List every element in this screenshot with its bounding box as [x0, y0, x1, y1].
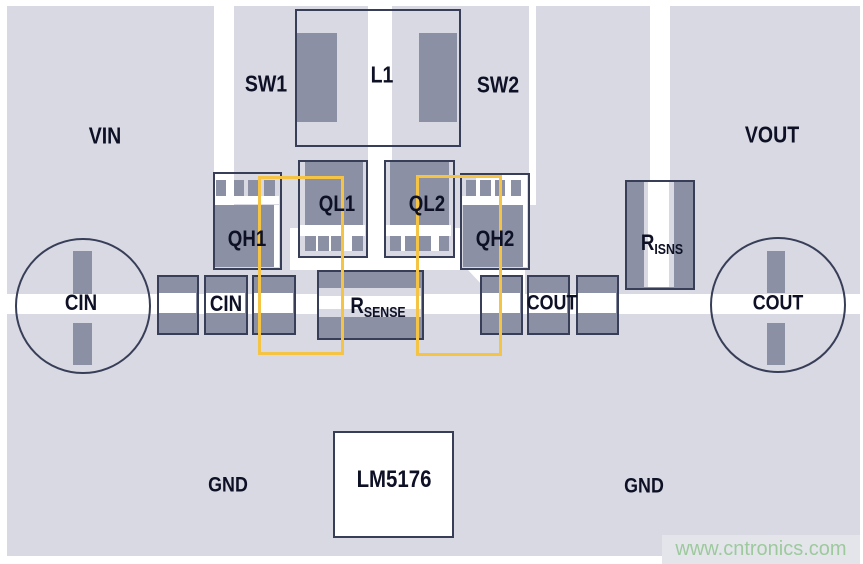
cout-bulk-label: COUT	[752, 291, 804, 315]
cap-band-gap	[254, 293, 294, 313]
ql1-pin-pad	[331, 235, 342, 251]
l1-label: L1	[370, 61, 394, 88]
ql2-label: QL2	[408, 190, 446, 216]
risns-label: RISNS	[640, 229, 682, 257]
cap-band-gap	[206, 293, 246, 313]
vin-plane-label: VIN	[88, 122, 121, 149]
qh2-pin-pad	[510, 180, 522, 197]
watermark-text: www.cntronics.com	[675, 538, 847, 561]
qh1-pin-pad	[215, 180, 227, 197]
gap-right-of-ql2	[454, 228, 461, 258]
gap-left-of-ql1	[289, 228, 299, 258]
ql2-pin-pad	[439, 235, 450, 251]
l1-pad-right	[418, 32, 457, 122]
qh1-pin-pad	[233, 180, 245, 197]
cin-bulk-pad-bottom	[72, 322, 92, 366]
ic-lm5176-label: LM5176	[356, 466, 432, 494]
street-vin-sw1	[214, 6, 234, 172]
ql1-gap-strip	[300, 225, 365, 236]
cin-label: CIN	[210, 290, 243, 316]
qh2-body-gap	[522, 204, 527, 267]
ql2-pin-pad	[389, 235, 402, 251]
ql1-drain-pad	[305, 162, 363, 226]
risns-label-base: R	[640, 229, 654, 255]
inductor-l1	[294, 8, 461, 147]
hot-loop-2	[416, 174, 502, 357]
gnd-right-label: GND	[624, 474, 664, 498]
ql2-pin-pad	[419, 235, 431, 251]
qh2-body-pad	[463, 204, 523, 267]
ql2-drain-pad	[389, 161, 450, 225]
bulk-capacitor-cout	[709, 236, 846, 373]
sw2-plane-label: SW2	[476, 71, 519, 98]
qh1-body-pad	[215, 204, 275, 267]
ql1-label: QL1	[318, 190, 356, 216]
capacitor-cin-1	[157, 275, 200, 335]
rsense-label-base: R	[350, 292, 364, 318]
rsense-label: RSENSE	[350, 292, 405, 320]
watermark-band: www.cntronics.com	[662, 535, 860, 564]
street-vout	[649, 6, 670, 180]
ql1-pin-pad	[318, 235, 329, 251]
vout-plane-label: VOUT	[744, 121, 800, 148]
resistor-risns	[624, 180, 695, 291]
rsense-label-sub: SENSE	[363, 305, 406, 321]
sw1-plane-label: SW1	[244, 70, 288, 97]
cout-label: COUT	[526, 291, 577, 314]
street-sw2-right	[529, 6, 536, 205]
capacitor-cin-2	[204, 275, 249, 335]
risns-label-sub: ISNS	[653, 242, 683, 258]
qh2-gap-strip	[461, 196, 527, 205]
cap-band-gap	[578, 293, 616, 313]
l1-pad-left	[296, 32, 338, 122]
cout-bulk-pad-bottom	[767, 322, 786, 365]
bulk-capacitor-cin	[14, 238, 151, 374]
risns-street-gap	[647, 182, 670, 287]
mosfet-qh1	[213, 172, 283, 271]
ql2-pin-pad	[404, 235, 416, 251]
qh1-pin-pad	[264, 180, 275, 197]
qh1-gap-strip	[215, 196, 279, 205]
hot-loop-1	[257, 175, 344, 355]
mosfet-ql1	[298, 160, 369, 258]
gnd-left-label: GND	[207, 473, 248, 497]
qh2-pin-pad	[480, 180, 491, 197]
capacitor-cout-1	[480, 275, 524, 335]
cin-bulk-pad-top	[72, 250, 92, 294]
qh1-label: QH1	[227, 226, 267, 251]
ql1-pin-pad	[305, 235, 316, 251]
mosfet-qh2	[459, 173, 531, 271]
capacitor-cout-3	[576, 275, 619, 335]
qh2-pin-pad	[465, 180, 477, 197]
cin-bulk-label: CIN	[64, 290, 97, 316]
qh1-body-gap	[274, 204, 279, 267]
qh1-pin-pad	[248, 180, 259, 197]
capacitor-cout-2	[527, 275, 571, 335]
cap-band-gap	[529, 293, 568, 313]
rsense-band-gap	[318, 296, 421, 309]
cout-bulk-pad-top	[767, 250, 786, 293]
resistor-rsense	[316, 270, 425, 340]
qh2-label: QH2	[475, 225, 515, 251]
cap-band-gap	[159, 293, 197, 313]
ic-lm5176	[332, 431, 455, 538]
ql1-pin-pad	[351, 235, 363, 251]
